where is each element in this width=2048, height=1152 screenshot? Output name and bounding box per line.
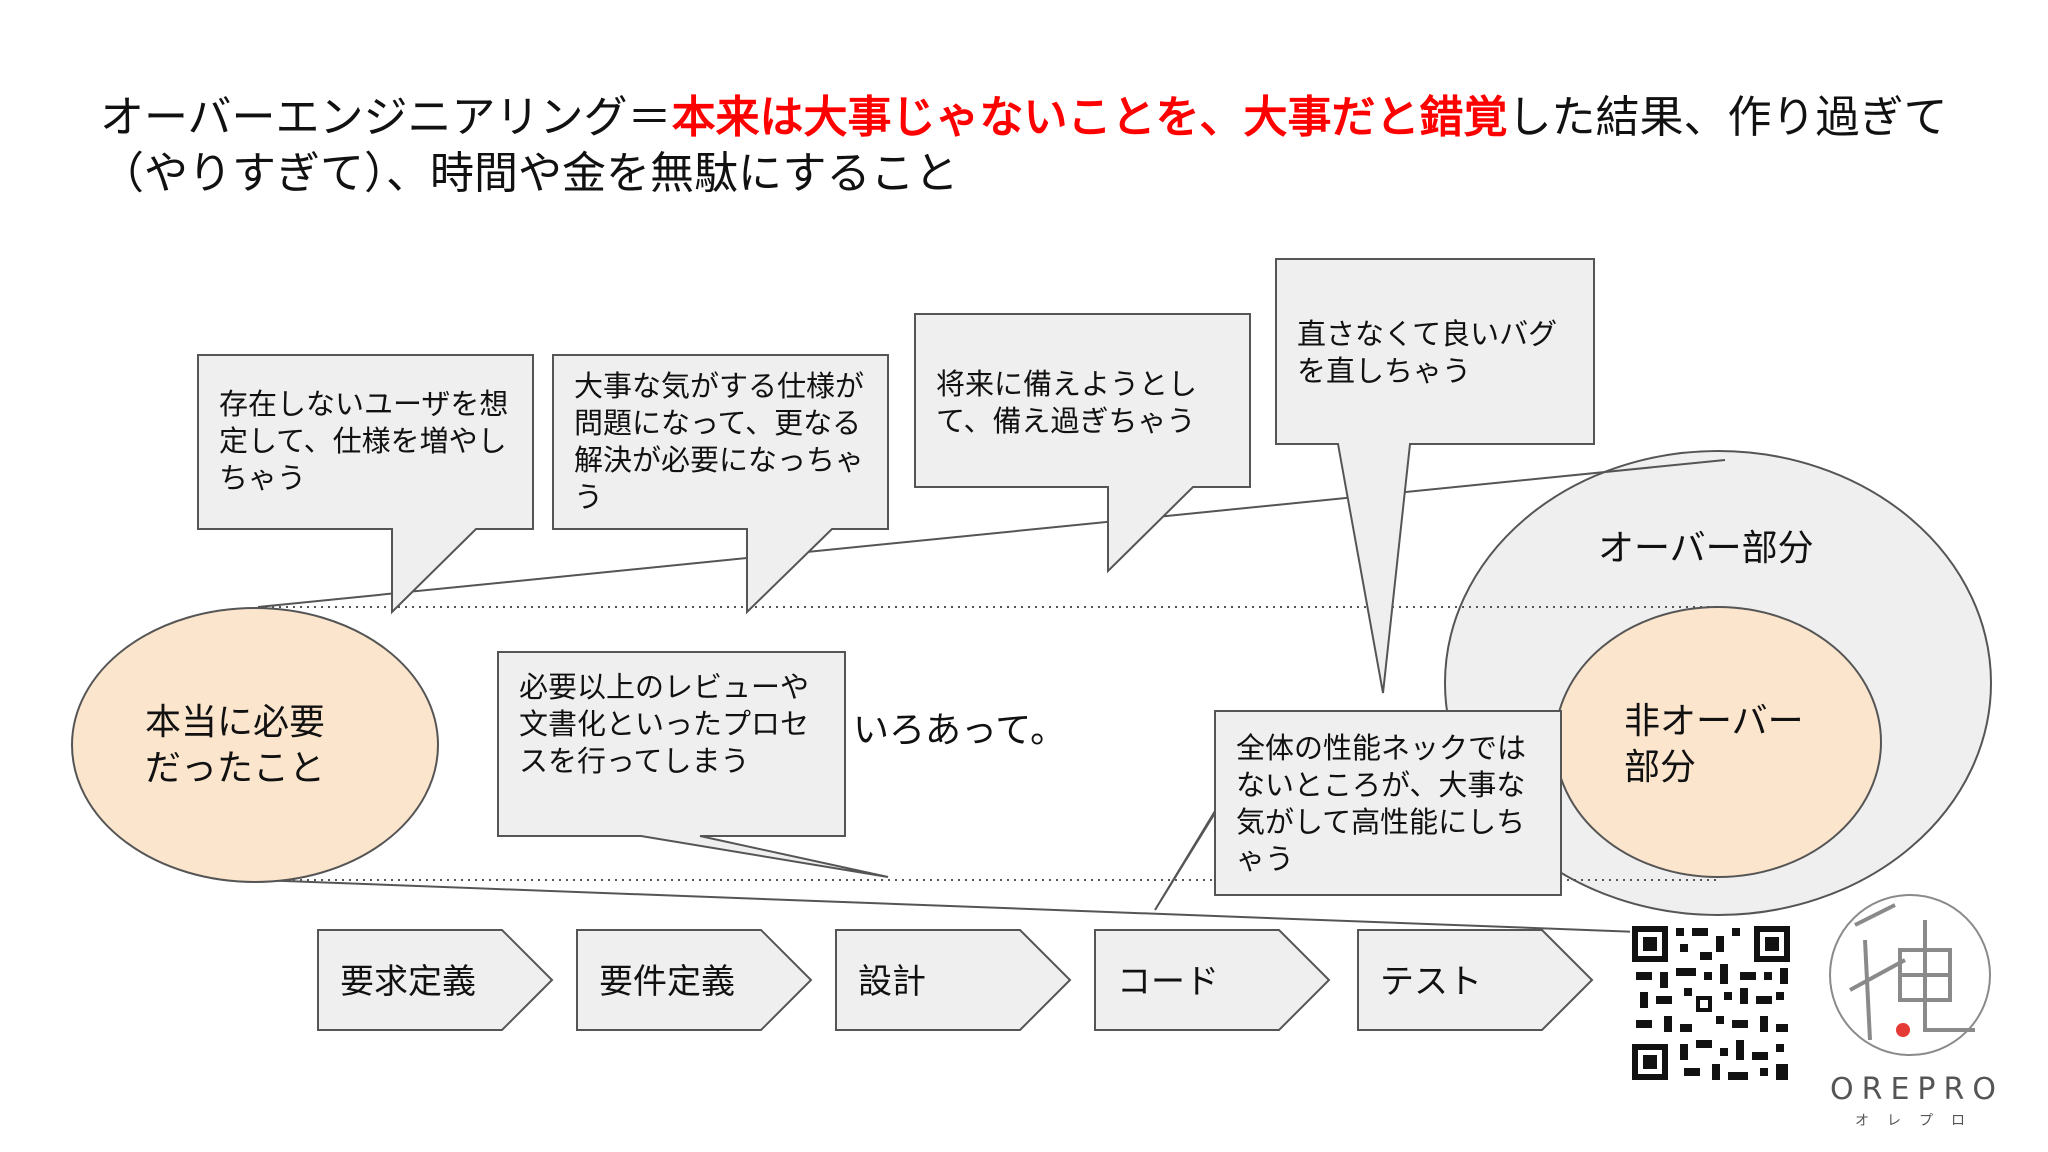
bubble-1-text: 存在しないユーザを想定して、仕様を増やしちゃう xyxy=(219,387,509,495)
title-suffix: した結果、作り過ぎて（やりすぎて）、時間や金を無駄にすること xyxy=(100,92,1948,199)
over-label: オーバー部分 xyxy=(1598,528,1814,569)
step-shape-5 xyxy=(1357,929,1594,1031)
bubble-4-text: 直さなくて良いバグを直しちゃう xyxy=(1297,317,1558,388)
bubble-1-shape xyxy=(197,354,534,615)
qr-code xyxy=(1630,924,1792,1082)
needed-label: 本当に必要だったこと xyxy=(145,702,326,789)
logo-kana: オレプロ xyxy=(1855,1113,1983,1129)
step-label-1: 要求定義 xyxy=(340,962,476,1002)
step-label-2: 要件定義 xyxy=(599,962,735,1002)
non-over-label: 非オーバー部分 xyxy=(1624,701,1804,788)
bubble-4-shape xyxy=(1275,258,1595,694)
bubble-3-shape xyxy=(914,313,1251,574)
bubble-5-text: 必要以上のレビューや文書化といったプロセスを行ってしまう xyxy=(519,670,810,778)
step-label-5: テスト xyxy=(1380,962,1482,1002)
step-shape-1 xyxy=(317,929,554,1031)
bubble-3-text: 将来に備えようとして、備え過ぎちゃう xyxy=(936,367,1198,438)
funnel-bottom-line xyxy=(257,879,1721,936)
bubble-6-text: 全体の性能ネックではないところが、大事な気がして高性能にしちゃう xyxy=(1236,731,1527,876)
title-prefix: オーバーエンジニアリング＝ xyxy=(100,92,672,143)
orepro-logo-mark xyxy=(1829,894,1991,1056)
bubble-2-shape xyxy=(552,354,889,615)
title-highlight: 本来は大事じゃないことを、大事だと錯覚 xyxy=(671,92,1508,143)
step-shape-4 xyxy=(1094,929,1331,1031)
bubble-2-text: 大事な気がする仕様が問題になって、更なる解決が必要になっちゃう xyxy=(574,369,865,514)
logo-name: OREPRO xyxy=(1830,1072,2004,1107)
step-shape-2 xyxy=(576,929,813,1031)
step-shape-3 xyxy=(835,929,1072,1031)
step-label-3: 設計 xyxy=(858,962,926,1002)
slide-title: オーバーエンジニアリング＝本来は大事じゃないことを、大事だと錯覚した結果、作り過… xyxy=(100,90,1980,202)
misc-note: いろあって。 xyxy=(853,710,1067,751)
bubble-6-shape xyxy=(1154,710,1562,911)
funnel-top-line xyxy=(257,459,1726,608)
needed-ellipse xyxy=(71,607,439,883)
step-label-4: コード xyxy=(1117,962,1219,1002)
bubble-5-shape xyxy=(497,651,889,878)
